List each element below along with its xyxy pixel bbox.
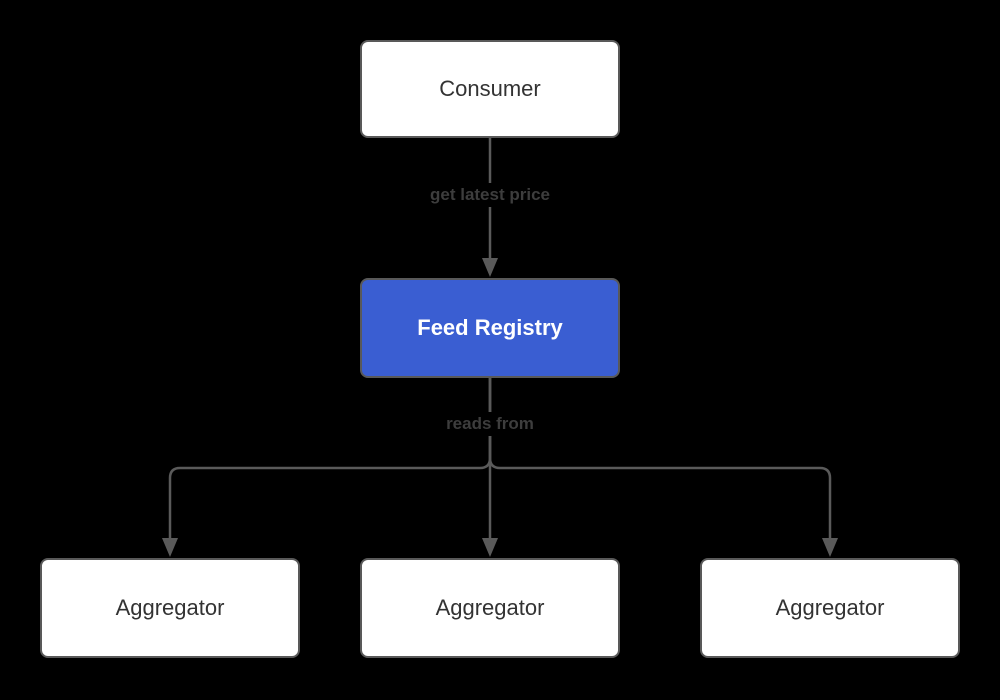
arrowhead-icon [482, 538, 498, 557]
edge-feed-registry-to-aggregator-1 [162, 378, 492, 557]
node-feed-registry-label: Feed Registry [417, 315, 563, 340]
node-consumer-label: Consumer [439, 76, 541, 101]
node-aggregator-2-label: Aggregator [435, 595, 545, 620]
arrowhead-icon [822, 538, 838, 557]
node-aggregator-3: Aggregator [700, 558, 960, 658]
node-aggregator-1: Aggregator [40, 558, 300, 658]
node-feed-registry: Feed Registry [360, 278, 620, 378]
edge-label-reads-from: reads from [438, 412, 542, 436]
edge-consumer-to-feed-registry [482, 138, 498, 277]
node-aggregator-3-label: Aggregator [775, 595, 885, 620]
node-aggregator-2: Aggregator [360, 558, 620, 658]
node-consumer: Consumer [360, 40, 620, 138]
edge-label-get-latest-price: get latest price [422, 183, 558, 207]
edge-feed-registry-to-aggregator-3 [488, 378, 838, 557]
arrowhead-icon [482, 258, 498, 277]
node-aggregator-1-label: Aggregator [115, 595, 225, 620]
arrowhead-icon [162, 538, 178, 557]
